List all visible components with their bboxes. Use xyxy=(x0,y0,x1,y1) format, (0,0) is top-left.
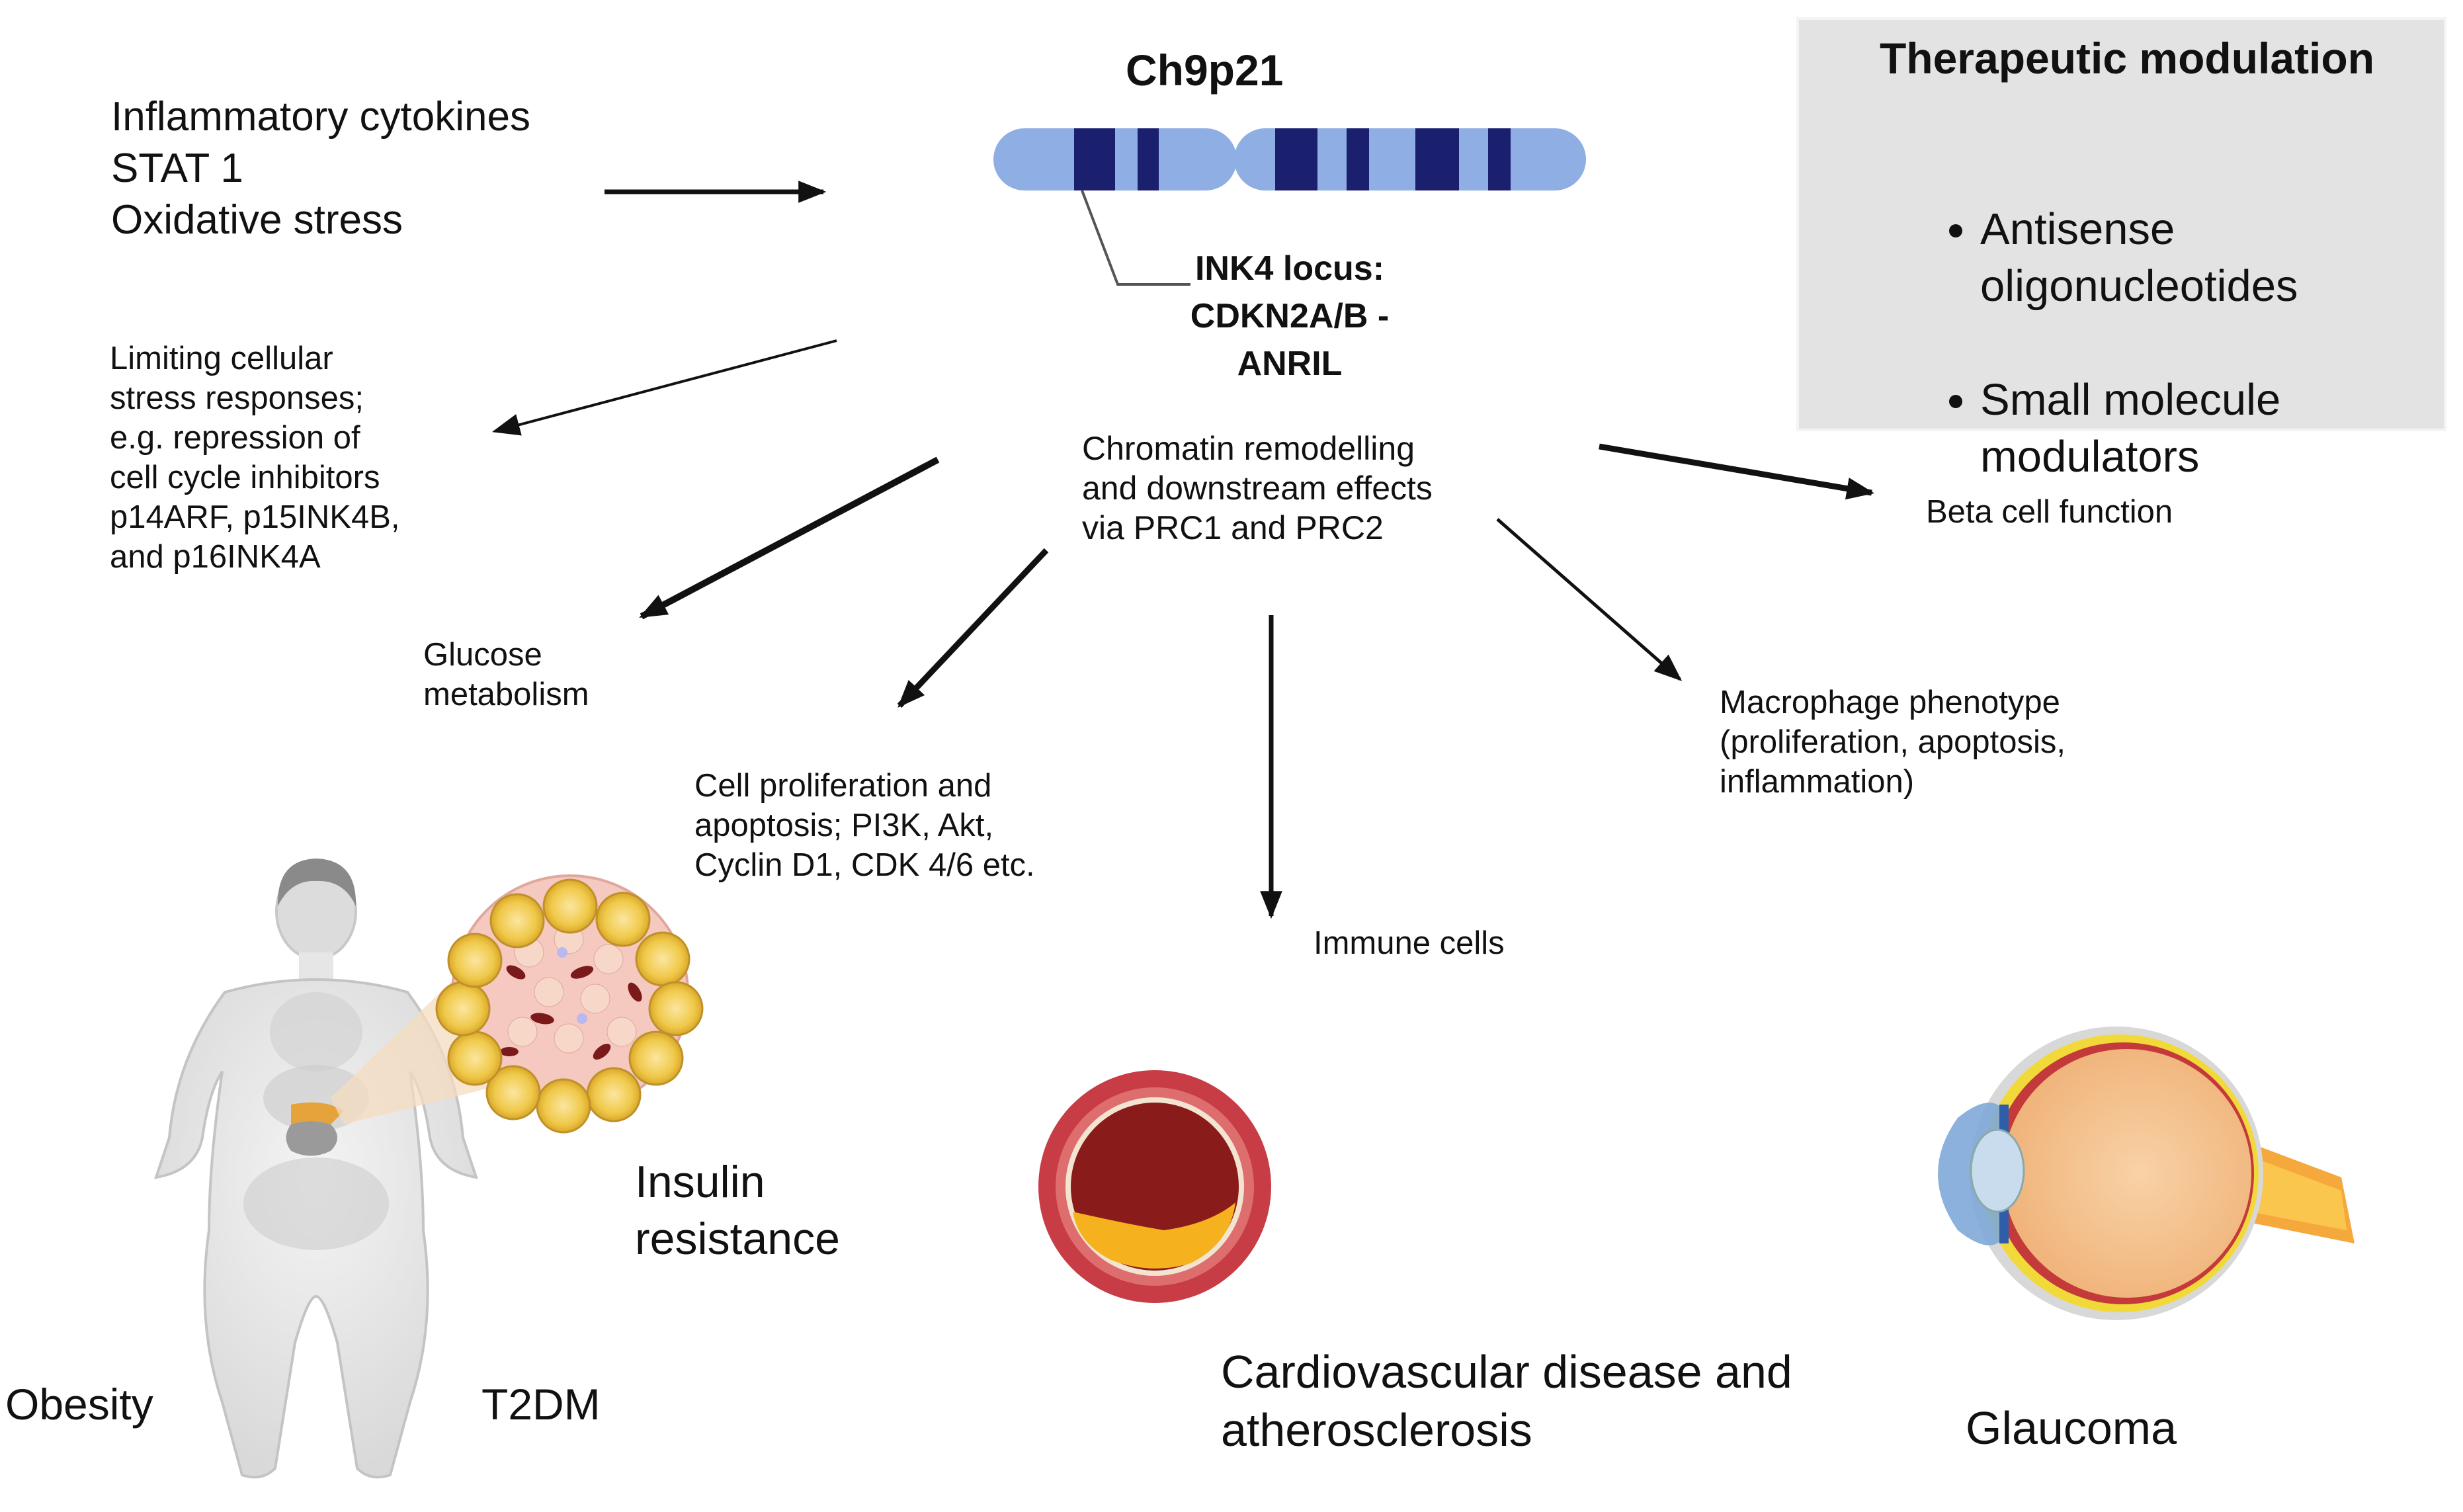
glaucoma-label: Glaucoma xyxy=(1966,1402,2177,1454)
arrows xyxy=(491,181,1875,919)
cell-proliferation-text: Cell proliferation and apoptosis; PI3K, … xyxy=(694,768,1035,883)
adipose-tissue-icon xyxy=(435,874,704,1134)
locus-label: INK4 locus: CDKN2A/B - ANRIL xyxy=(1190,249,1390,383)
chromosome-label: Ch9p21 xyxy=(1126,46,1284,95)
glucose-metabolism-text: Glucose metabolism xyxy=(423,637,589,712)
cardiovascular-label: Cardiovascular disease and atheroscleros… xyxy=(1221,1346,1792,1456)
therapy-box xyxy=(1796,17,2446,431)
therapy-list: Antisense oligonucleotides Small molecul… xyxy=(1938,144,2463,542)
chromatin-remodelling-text: Chromatin remodelling and downstream eff… xyxy=(1082,430,1433,546)
obesity-label: Obesity xyxy=(5,1380,153,1429)
therapy-item-small-molecule: Small molecule modulators xyxy=(1980,372,2463,485)
chromosome-icon xyxy=(993,128,1586,286)
macrophage-phenotype-text: Macrophage phenotype (proliferation, apo… xyxy=(1720,685,2066,800)
eye-anatomy-icon xyxy=(1938,1027,2355,1320)
beta-cell-function-text: Beta cell function xyxy=(1926,494,2173,530)
therapy-title: Therapeutic modulation xyxy=(1879,34,2375,83)
immune-cells-text: Immune cells xyxy=(1314,925,1505,961)
stress-response-text: Limiting cellular stress responses; e.g.… xyxy=(110,341,400,575)
input-signals: Inflammatory cytokines STAT 1 Oxidative … xyxy=(111,94,530,243)
t2dm-label: T2DM xyxy=(481,1380,601,1429)
human-body-icon xyxy=(154,859,478,1479)
insulin-resistance-label: Insulin resistance xyxy=(635,1157,840,1264)
therapy-item-antisense: Antisense oligonucleotides xyxy=(1980,201,2463,315)
artery-cross-section-icon xyxy=(1038,1070,1271,1303)
